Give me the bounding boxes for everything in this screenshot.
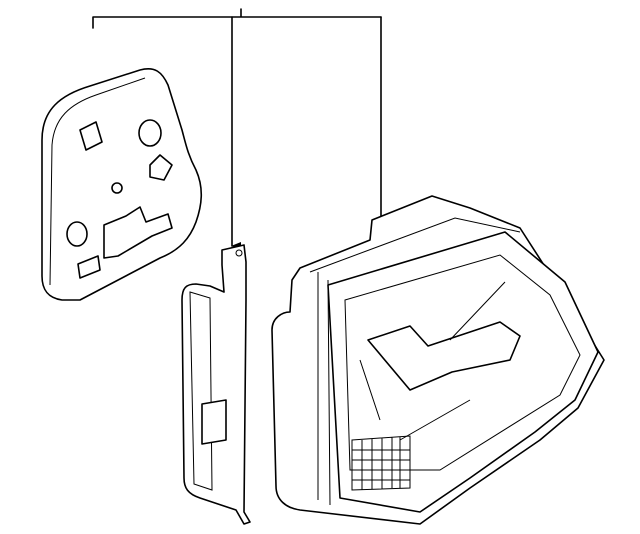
- lamp-grid: [351, 435, 411, 491]
- leader-lines: [92, 8, 390, 250]
- lamp-housing: [271, 195, 605, 525]
- gasket-plate: [41, 68, 203, 301]
- trim-strip: [181, 244, 251, 525]
